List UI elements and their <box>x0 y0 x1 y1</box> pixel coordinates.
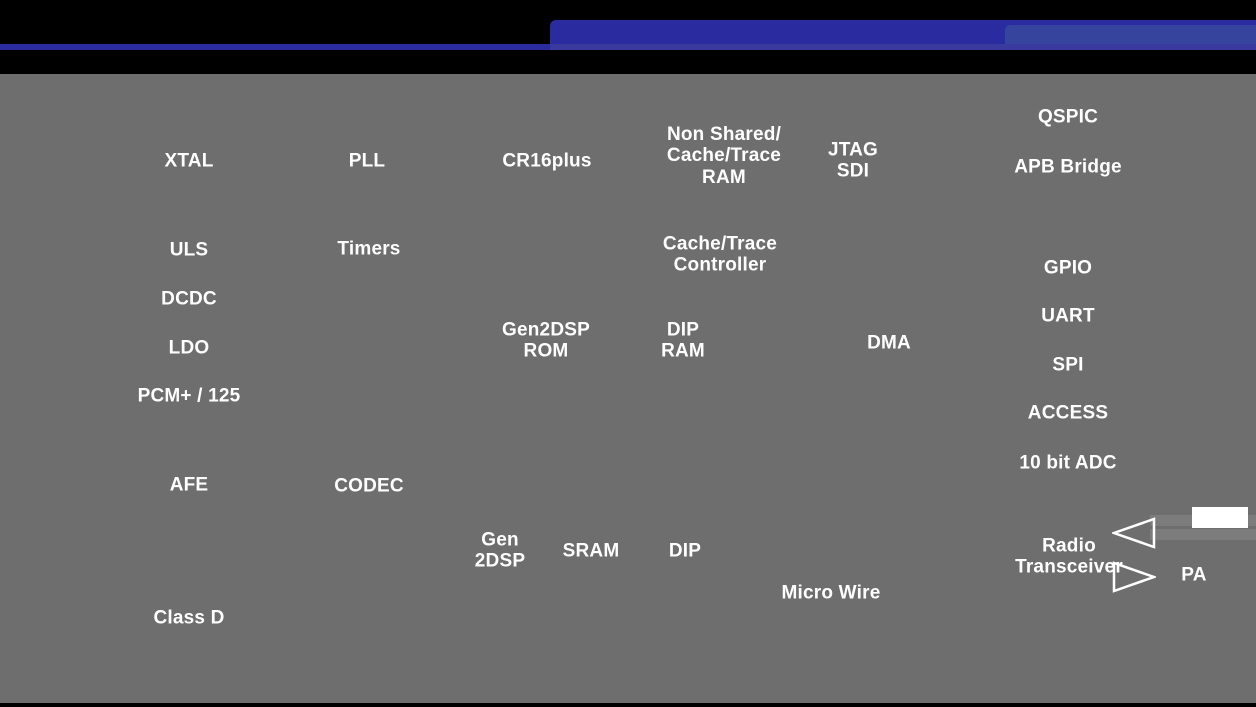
block-spi: SPI <box>1052 354 1084 376</box>
rf-trace-lower <box>1150 529 1256 540</box>
block-dip-ram: DIP RAM <box>661 319 705 362</box>
block-dip: DIP <box>668 540 702 562</box>
header-divider-rule-right <box>550 44 1256 50</box>
pa-amplifier <box>1112 561 1156 593</box>
block-diagram-canvas: XTAL PLL CR16plus Non Shared/ Cache/Trace R… <box>0 74 1256 703</box>
block-pcm-125: PCM+ / 125 <box>137 385 241 407</box>
block-uart: UART <box>1041 305 1095 327</box>
block-xtal: XTAL <box>164 150 214 172</box>
block-cache-trace-ctrl: Cache/Trace Controller <box>662 233 778 276</box>
block-qspic: QSPIC <box>1037 106 1099 128</box>
block-apb-bridge: APB Bridge <box>1014 156 1122 178</box>
block-afe: AFE <box>169 474 209 496</box>
block-gpio: GPIO <box>1043 257 1093 279</box>
block-ldo: LDO <box>168 337 210 359</box>
block-gen2dsp: Gen 2DSP <box>474 529 526 572</box>
block-dcdc: DCDC <box>161 288 217 310</box>
block-adc-10bit: 10 bit ADC <box>1019 452 1117 474</box>
block-radio-transceiver: Radio Transceiver <box>1015 535 1123 578</box>
header-accent-bar-secondary <box>1005 25 1256 47</box>
block-uls: ULS <box>169 239 209 261</box>
block-pll: PLL <box>348 150 386 172</box>
block-nonshared-ram: Non Shared/ Cache/Trace RAM <box>666 124 782 188</box>
block-micro-wire: Micro Wire <box>781 582 881 604</box>
block-pa: PA <box>1181 564 1207 586</box>
lna-amplifier <box>1112 517 1156 549</box>
block-codec: CODEC <box>334 475 404 497</box>
block-dma: DMA <box>867 332 911 354</box>
block-sram: SRAM <box>562 540 620 562</box>
block-jtag-sdi: JTAG SDI <box>827 139 879 182</box>
block-cr16plus: CR16plus <box>502 150 592 172</box>
block-access: ACCESS <box>1027 402 1109 424</box>
block-class-d: Class D <box>153 607 225 629</box>
block-gen2dsp-rom: Gen2DSP ROM <box>502 319 590 362</box>
antenna-pad <box>1192 507 1248 528</box>
block-timers: Timers <box>337 238 401 260</box>
